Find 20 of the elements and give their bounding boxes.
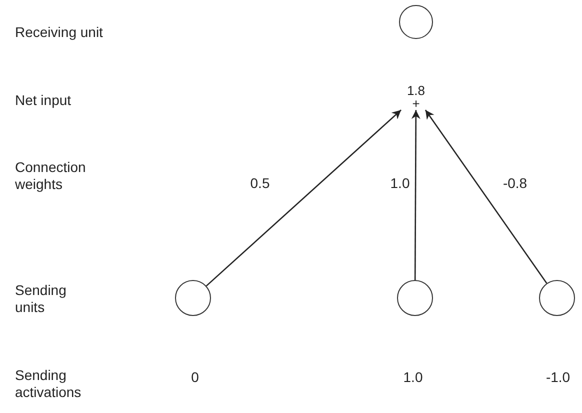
- row-label: Net input: [15, 92, 72, 109]
- activation-value: 1.0: [402, 369, 424, 386]
- row-label: Connection weights: [15, 159, 87, 193]
- activation-value: -1.0: [544, 369, 572, 386]
- row-label: Sending activations: [15, 367, 82, 401]
- row-label: Receiving unit: [15, 24, 104, 41]
- edge-label: -0.8: [502, 175, 528, 191]
- unit-circle: [397, 280, 433, 316]
- edge-label: 1.0: [389, 175, 411, 191]
- edge-label: 0.5: [249, 175, 271, 191]
- unit-circle: [175, 280, 211, 316]
- arrow: [411, 110, 420, 280]
- arrow: [206, 110, 402, 286]
- sum-sign: +: [412, 96, 420, 110]
- row-label: Sending units: [15, 282, 68, 316]
- arrow: [424, 110, 548, 284]
- unit-circle: [539, 280, 575, 316]
- activation-value: 0: [190, 369, 200, 386]
- net-input-value: 1.8: [406, 84, 426, 96]
- unit-circle: [399, 5, 433, 39]
